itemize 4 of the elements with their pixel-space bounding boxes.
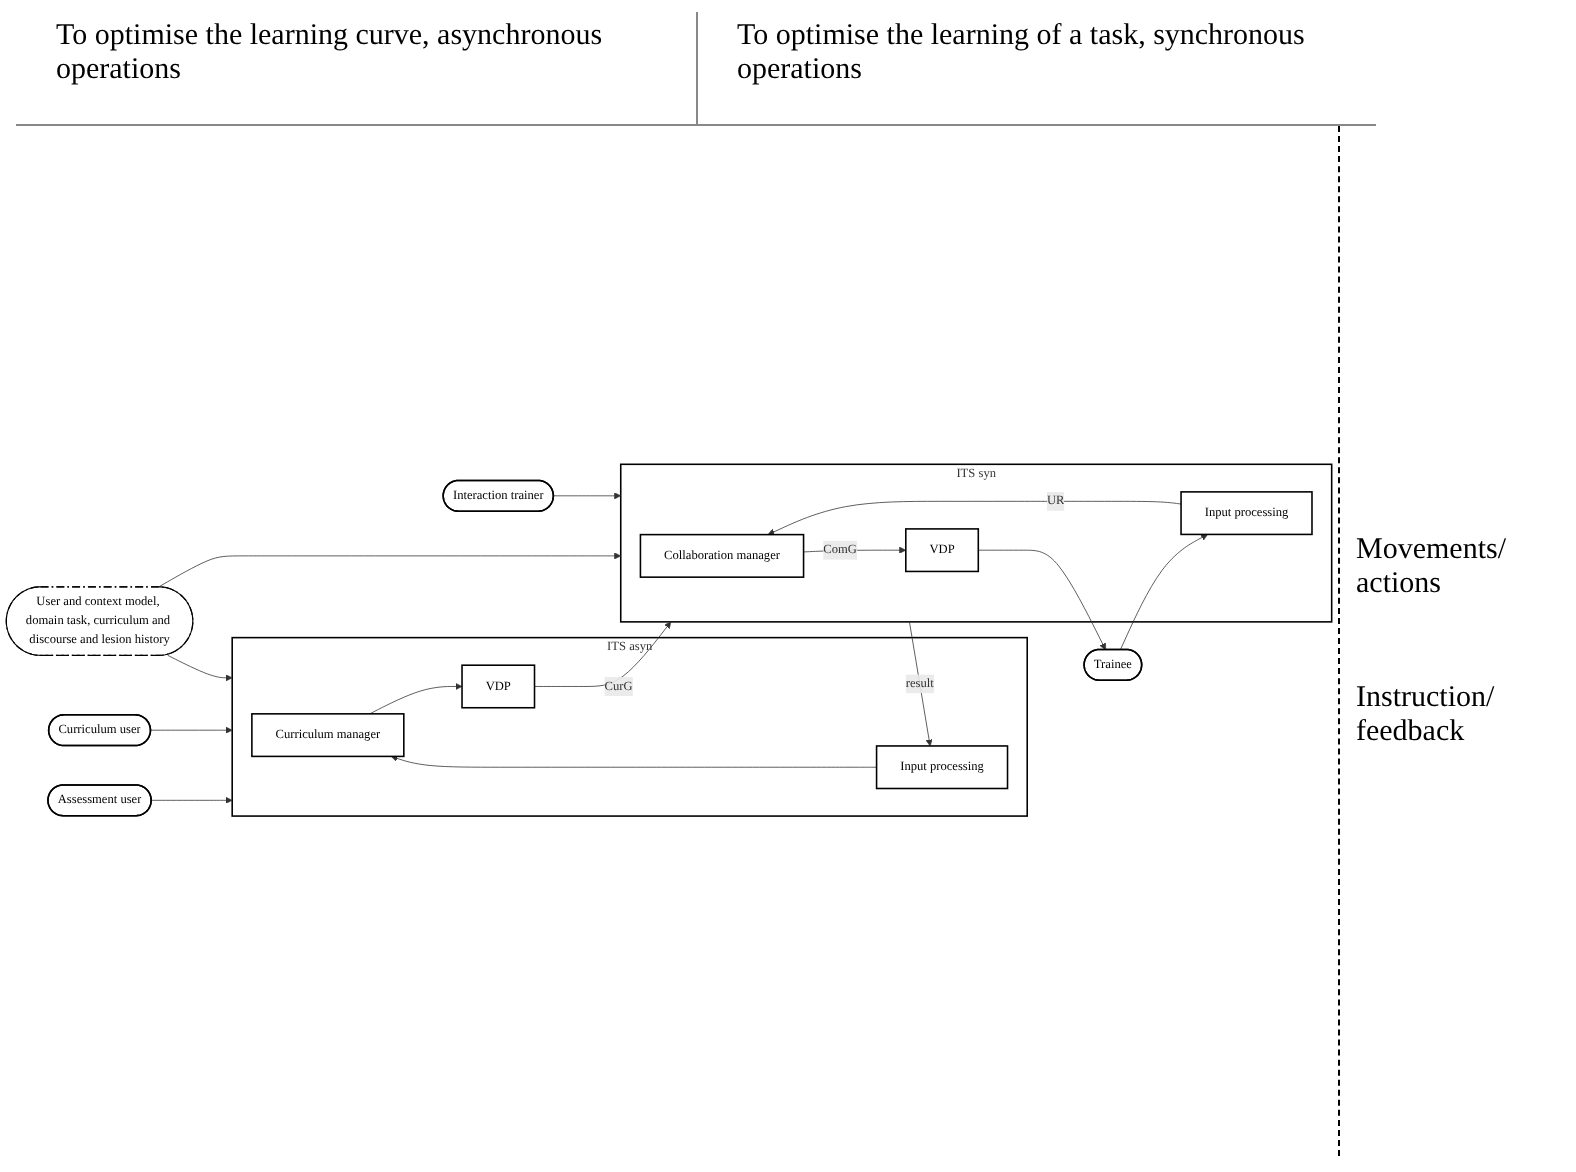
note-text: To optimise the learning of a task, synchronous operations	[695, 12, 1376, 124]
note-text: To optimise the learning curve, asynchronous operations	[54, 18, 605, 90]
note-text: Instruction/ feedback	[1356, 681, 1497, 749]
note-text: Movements/ actions	[1356, 533, 1508, 601]
